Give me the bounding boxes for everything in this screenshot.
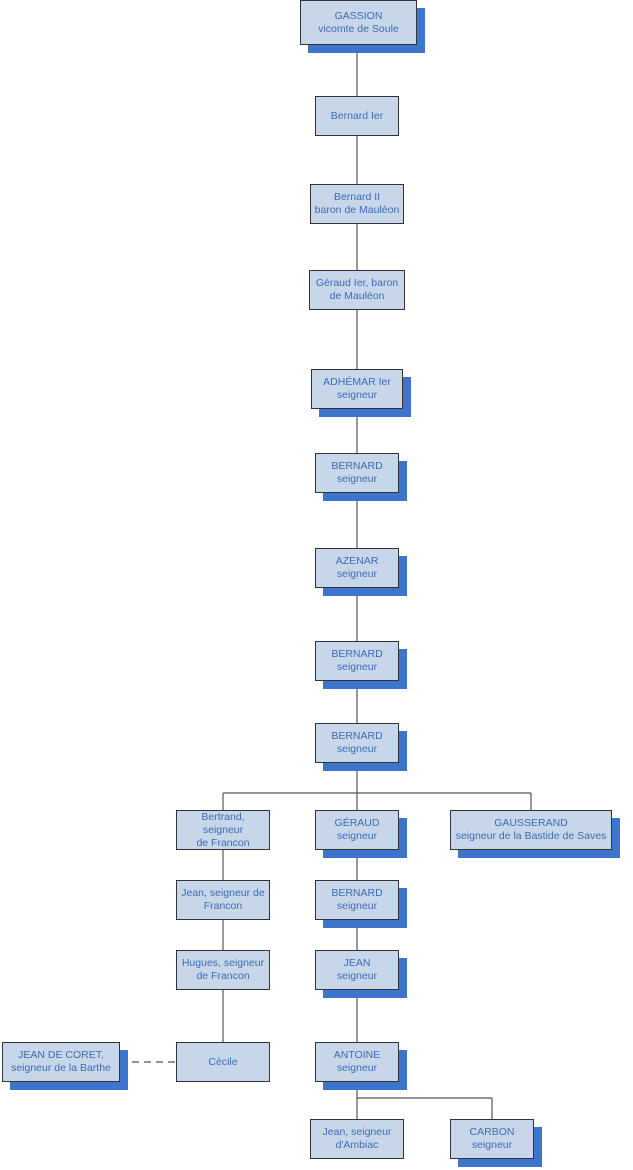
node-label-gausserand: GAUSSERAND seigneur de la Bastide de Sav… [455, 817, 607, 842]
node-label-bernard-2: BERNARD seigneur [331, 648, 383, 673]
node-label-jean-ambiac: Jean, seigneur d'Ambiac [322, 1126, 392, 1151]
node-label-jean-coret: JEAN DE CORET, seigneur de la Barthe [11, 1049, 111, 1074]
node-label-cecile: Cécile [208, 1055, 238, 1068]
node-jean[interactable]: JEAN seigneur [315, 950, 399, 990]
node-label-azenar: AZENAR seigneur [335, 555, 379, 580]
node-label-bernard-4: BERNARD seigneur [331, 887, 383, 912]
node-jean-coret[interactable]: JEAN DE CORET, seigneur de la Barthe [2, 1042, 120, 1082]
node-jean-ambiac[interactable]: Jean, seigneur d'Ambiac [310, 1119, 404, 1159]
node-label-hugues: Hugues, seigneur de Francon [181, 957, 265, 982]
node-bernard-ii[interactable]: Bernard II baron de Mauléon [310, 184, 404, 224]
node-cecile[interactable]: Cécile [176, 1042, 270, 1082]
node-bernard-3[interactable]: BERNARD seigneur [315, 723, 399, 763]
node-azenar[interactable]: AZENAR seigneur [315, 548, 399, 588]
node-bernard-2[interactable]: BERNARD seigneur [315, 641, 399, 681]
node-jean-francon[interactable]: Jean, seigneur de Francon [176, 880, 270, 920]
node-label-gassion: GASSION vicomte de Soule [318, 9, 399, 35]
node-geraud[interactable]: GÉRAUD seigneur [315, 810, 399, 850]
node-label-geraud: GÉRAUD seigneur [334, 817, 380, 842]
node-label-antoine: ANTOINE seigneur [333, 1049, 381, 1074]
node-bertrand[interactable]: Bertrand, seigneur de Francon [176, 810, 270, 850]
node-adhemar-ier[interactable]: ADHÉMAR Ier seigneur [311, 369, 403, 409]
node-label-bertrand: Bertrand, seigneur de Francon [196, 810, 250, 849]
node-label-bernard-3: BERNARD seigneur [331, 730, 383, 755]
node-bernard-1[interactable]: BERNARD seigneur [315, 453, 399, 493]
node-antoine[interactable]: ANTOINE seigneur [315, 1042, 399, 1082]
node-label-carbon: CARBON seigneur [469, 1126, 515, 1151]
node-label-geraud-ier: Géraud Ier, baron de Mauléon [315, 277, 399, 302]
node-gassion[interactable]: GASSION vicomte de Soule [300, 0, 417, 45]
node-bernard-ier[interactable]: Bernard Ier [315, 96, 399, 136]
node-label-adhemar-ier: ADHÉMAR Ier seigneur [323, 376, 391, 401]
node-label-jean: JEAN seigneur [336, 957, 378, 982]
node-bernard-4[interactable]: BERNARD seigneur [315, 880, 399, 920]
node-carbon[interactable]: CARBON seigneur [450, 1119, 534, 1159]
node-hugues[interactable]: Hugues, seigneur de Francon [176, 950, 270, 990]
node-geraud-ier[interactable]: Géraud Ier, baron de Mauléon [309, 270, 405, 310]
node-label-bernard-1: BERNARD seigneur [331, 460, 383, 485]
node-label-jean-francon: Jean, seigneur de Francon [181, 887, 265, 912]
node-gausserand[interactable]: GAUSSERAND seigneur de la Bastide de Sav… [450, 810, 612, 850]
node-label-bernard-ier: Bernard Ier [330, 109, 384, 122]
node-label-bernard-ii: Bernard II baron de Mauléon [314, 191, 400, 216]
